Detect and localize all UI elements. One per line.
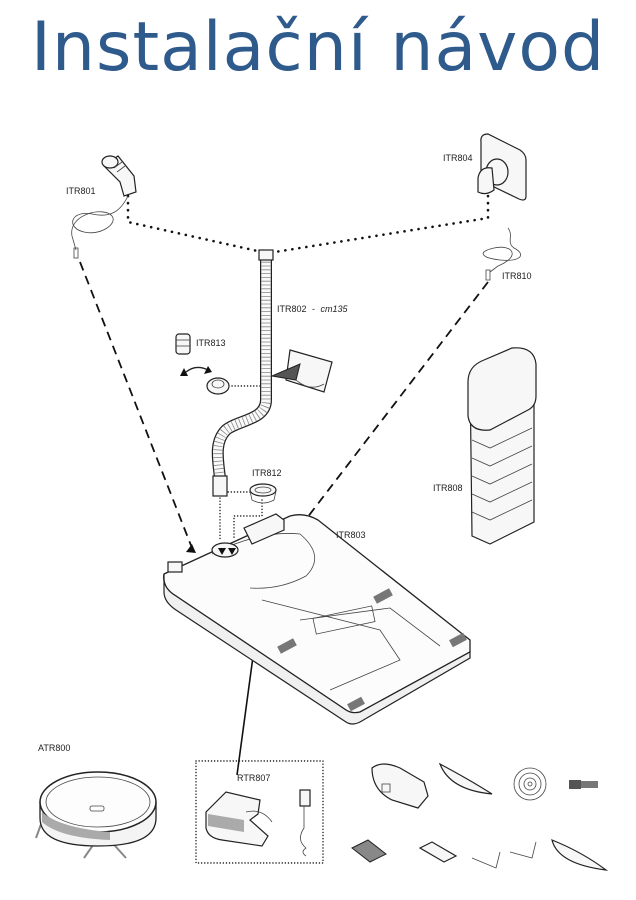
coiled-tube-icon <box>513 767 547 801</box>
arrow-head-icon <box>186 544 196 553</box>
itr808-part: ITR808 <box>433 347 537 545</box>
robot-vacuum-icon <box>35 771 157 859</box>
dashed-line-itr801-base <box>79 261 193 549</box>
dotted-line-itr801-hose <box>126 194 264 254</box>
itr803-part: ITR803 <box>163 513 471 725</box>
itr802-part: ITR802 - cm135 <box>211 249 349 497</box>
filter-cover-icon <box>418 841 458 863</box>
dust-bin-icon <box>371 763 429 809</box>
rtr807-part: RTR807 <box>195 760 324 864</box>
dotted-line-itr804-hose <box>273 194 490 254</box>
mop-pad-icon <box>551 839 609 871</box>
connection-lines <box>79 194 490 776</box>
hand-with-cutter-icon <box>270 349 333 393</box>
wall-socket-icon <box>477 133 527 201</box>
power-adapter-icon <box>299 789 311 857</box>
dotted-line-itr812-base <box>233 499 263 541</box>
part-label-atr800: ATR800 <box>38 743 70 753</box>
part-label-itr801: ITR801 <box>66 186 96 196</box>
side-brush-icon <box>471 851 501 869</box>
mop-pad-icon <box>438 762 493 795</box>
atr800-part: ATR800 <box>35 743 157 859</box>
part-label-itr808: ITR808 <box>433 483 463 493</box>
clamp-ring-icon <box>175 333 191 355</box>
page-title: Instalační návod <box>30 8 606 87</box>
part-label-itr813: ITR813 <box>196 338 226 348</box>
itr810-part: ITR810 <box>482 227 532 281</box>
itr812-part: ITR812 <box>249 468 282 504</box>
itr801-part: ITR801 <box>66 155 137 259</box>
itr804-part: ITR804 <box>443 133 527 201</box>
part-label-rtr807: RTR807 <box>237 773 270 783</box>
cable-cover-icon <box>467 347 537 545</box>
cable-icon <box>71 195 129 259</box>
cleaning-brush-icon <box>569 780 598 789</box>
part-label-itr804: ITR804 <box>443 153 473 163</box>
part-label-itr803: ITR803 <box>336 530 366 540</box>
threaded-nut-icon <box>206 377 230 395</box>
itr813-part: ITR813 <box>175 333 230 395</box>
part-label-itr810: ITR810 <box>502 271 532 281</box>
cable-icon <box>482 227 522 281</box>
base-station-icon <box>163 513 471 725</box>
accessories <box>351 762 609 871</box>
rotate-arrow-icon <box>180 366 212 376</box>
part-label-itr802: ITR802 - cm135 <box>277 304 349 314</box>
seal-ring-icon <box>249 483 277 504</box>
flexible-hose-icon <box>211 249 274 497</box>
part-label-itr812: ITR812 <box>252 468 282 478</box>
elbow-connector-icon <box>101 155 137 197</box>
side-brush-icon <box>509 841 537 859</box>
charging-dock-icon <box>205 791 273 847</box>
filter-icon <box>351 839 387 863</box>
